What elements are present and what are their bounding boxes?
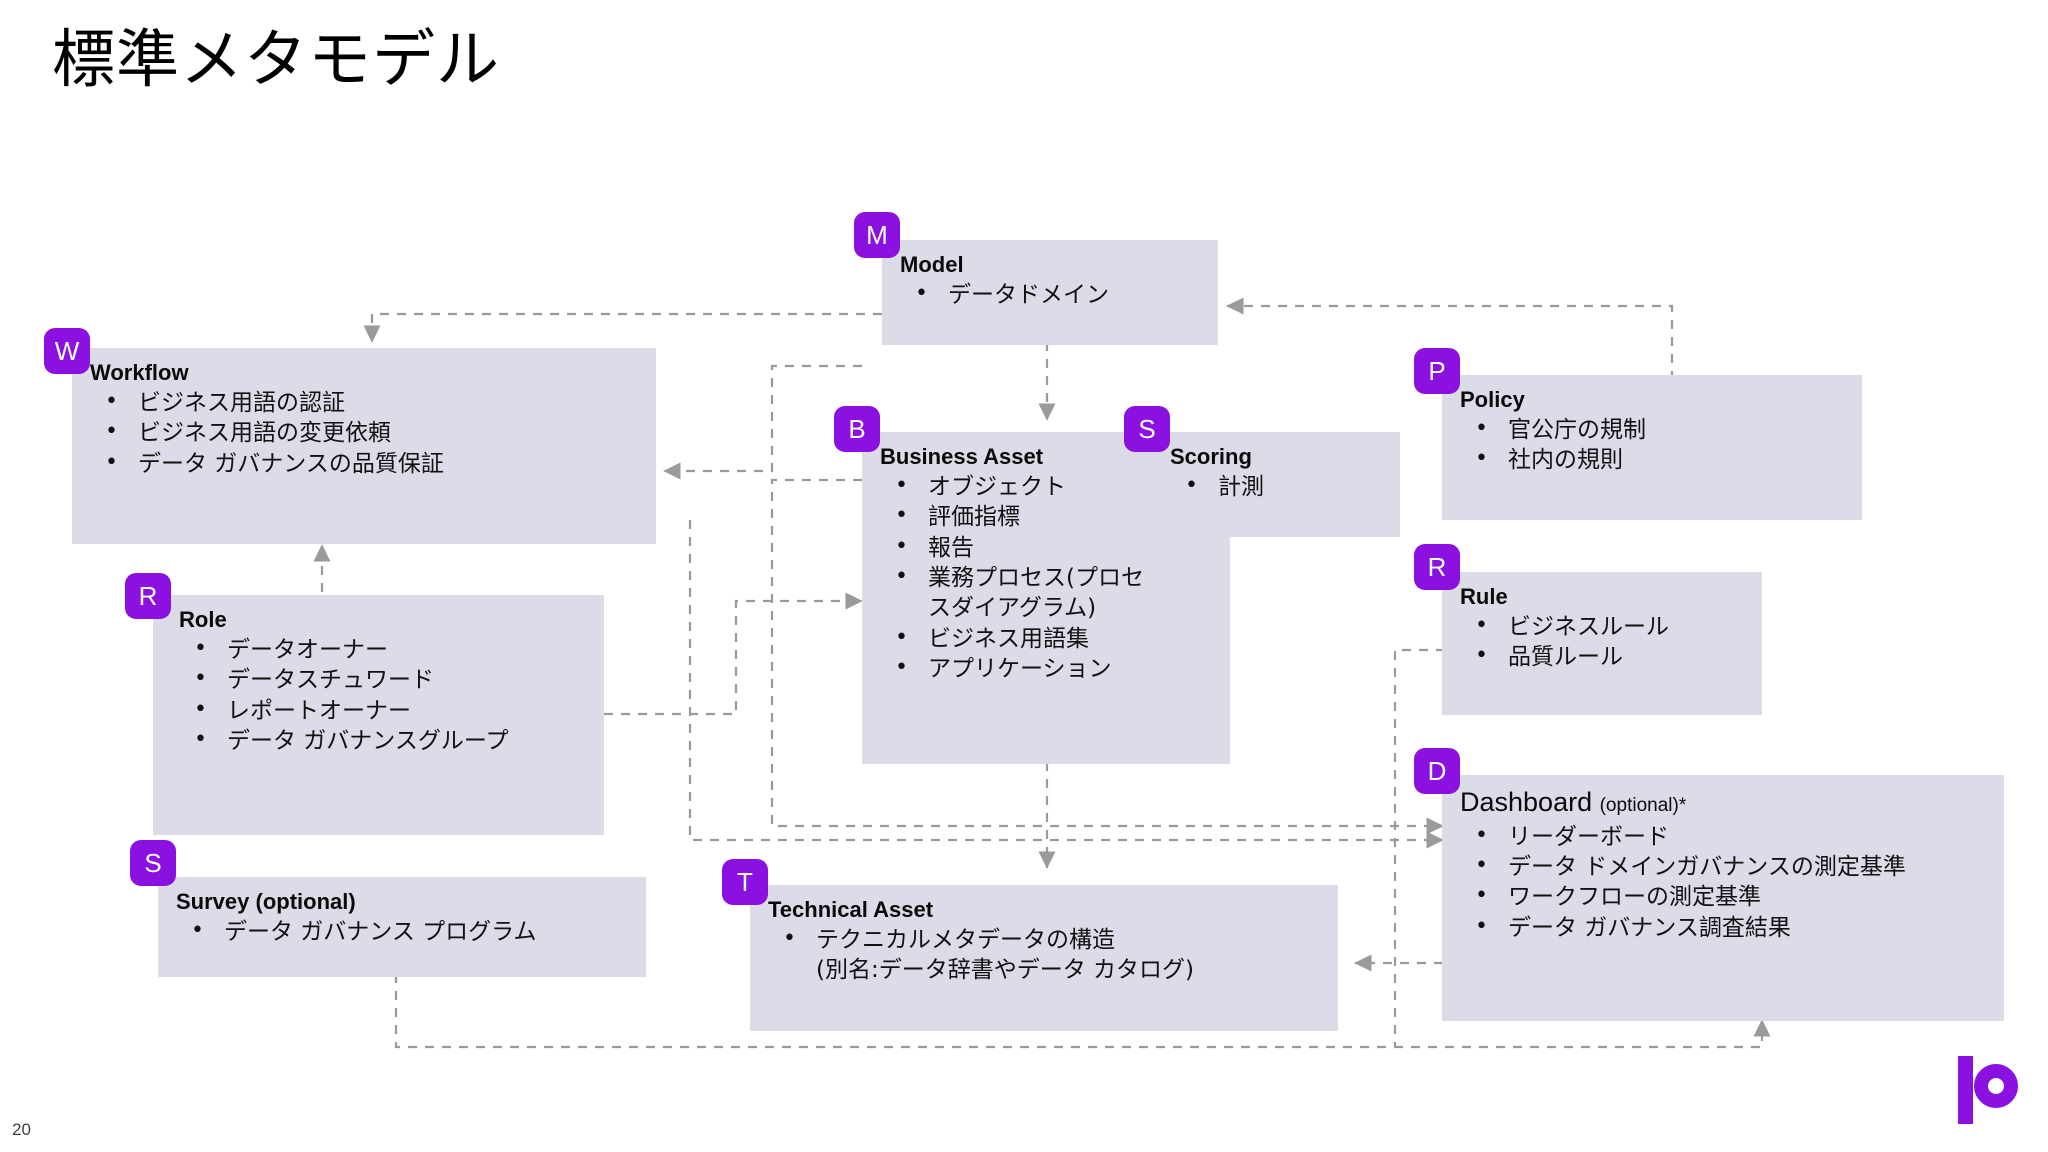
page-title: 標準メタモデル bbox=[52, 23, 500, 96]
node-title-business-asset: Business Asset bbox=[880, 444, 1044, 469]
list-item: データ ガバナンス プログラム bbox=[176, 916, 632, 947]
list-item: 計測 bbox=[1170, 471, 1386, 502]
list-item: レポートオーナー bbox=[179, 695, 590, 726]
collibra-logo bbox=[1952, 1050, 2022, 1128]
list-item: データオーナー bbox=[179, 634, 590, 665]
logo-ring bbox=[1974, 1064, 2018, 1108]
node-model[interactable]: Model データドメイン bbox=[882, 240, 1218, 345]
list-item: 報告 bbox=[880, 532, 1216, 563]
list-item: ビジネス用語の認証 bbox=[90, 387, 642, 418]
node-title-role: Role bbox=[179, 607, 227, 632]
node-title-rule: Rule bbox=[1460, 584, 1508, 609]
list-item: データドメイン bbox=[900, 279, 1204, 310]
node-title-dashboard: Dashboard (optional)* bbox=[1460, 785, 1990, 821]
list-item: データ ガバナンスの品質保証 bbox=[90, 448, 642, 479]
node-items-scoring: 計測 bbox=[1170, 471, 1386, 502]
node-business-asset[interactable]: Business Asset オブジェクト 評価指標 報告 業務プロセス(プロセ… bbox=[862, 432, 1230, 764]
node-title-workflow: Workflow bbox=[90, 360, 189, 385]
badge-model: M bbox=[854, 212, 900, 258]
wire-workflow-to-dashboard bbox=[688, 520, 1444, 849]
list-item: データ ドメインガバナンスの測定基準 bbox=[1460, 851, 1990, 882]
node-items-survey: データ ガバナンス プログラム bbox=[176, 916, 632, 947]
list-item: アプリケーション bbox=[880, 653, 1216, 684]
node-survey[interactable]: Survey (optional) データ ガバナンス プログラム bbox=[158, 877, 646, 977]
wire-role-to-business-asset bbox=[604, 592, 863, 716]
list-item-continuation: スダイアグラム) bbox=[928, 595, 1097, 622]
list-item: ビジネス用語集 bbox=[880, 623, 1216, 654]
badge-rule: R bbox=[1414, 544, 1460, 590]
badge-technical-asset: T bbox=[722, 859, 768, 905]
node-policy[interactable]: Policy 官公庁の規制 社内の規則 bbox=[1442, 375, 1862, 520]
list-item: 品質ルール bbox=[1460, 641, 1748, 672]
node-title-technical-asset: Technical Asset bbox=[768, 897, 934, 922]
node-title-policy: Policy bbox=[1460, 387, 1525, 412]
node-role[interactable]: Role データオーナー データスチュワード レポートオーナー データ ガバナン… bbox=[153, 595, 604, 835]
badge-scoring: S bbox=[1124, 406, 1170, 452]
node-items-technical-asset: テクニカルメタデータの構造 (別名:データ辞書やデータ カタログ) bbox=[768, 924, 1324, 986]
wire-rule-down bbox=[1393, 648, 1462, 1047]
node-technical-asset[interactable]: Technical Asset テクニカルメタデータの構造 (別名:データ辞書や… bbox=[750, 885, 1338, 1031]
node-title-survey: Survey (optional) bbox=[176, 889, 356, 914]
node-items-workflow: ビジネス用語の認証 ビジネス用語の変更依頼 データ ガバナンスの品質保証 bbox=[90, 387, 642, 479]
node-items-model: データドメイン bbox=[900, 279, 1204, 310]
list-item: テクニカルメタデータの構造 (別名:データ辞書やデータ カタログ) bbox=[768, 924, 1324, 986]
list-item: ビジネスルール bbox=[1460, 611, 1748, 642]
logo-stem bbox=[1958, 1056, 1973, 1124]
node-items-policy: 官公庁の規制 社内の規則 bbox=[1460, 414, 1848, 476]
page-number: 20 bbox=[12, 1120, 31, 1139]
list-item: 業務プロセス(プロセ スダイアグラム) bbox=[880, 562, 1216, 624]
node-title-dashboard-main: Dashboard bbox=[1460, 787, 1593, 817]
list-item-text: 業務プロセス(プロセ bbox=[928, 565, 1144, 592]
wire-survey-to-dashboard bbox=[394, 940, 1771, 1049]
list-item: 社内の規則 bbox=[1460, 444, 1848, 475]
badge-survey: S bbox=[130, 840, 176, 886]
list-item: 官公庁の規制 bbox=[1460, 414, 1848, 445]
badge-workflow: W bbox=[44, 328, 90, 374]
list-item: 評価指標 bbox=[880, 501, 1216, 532]
node-dashboard[interactable]: Dashboard (optional)* リーダーボード データ ドメインガバ… bbox=[1442, 775, 2004, 1021]
badge-role: R bbox=[125, 573, 171, 619]
wire-business-asset-to-workflow bbox=[663, 364, 862, 480]
node-scoring[interactable]: Scoring 計測 bbox=[1152, 432, 1400, 537]
list-item: リーダーボード bbox=[1460, 821, 1990, 852]
node-title-model: Model bbox=[900, 252, 964, 277]
badge-dashboard: D bbox=[1414, 748, 1460, 794]
node-items-dashboard: リーダーボード データ ドメインガバナンスの測定基準 ワークフローの測定基準 デ… bbox=[1460, 821, 1990, 943]
node-items-role: データオーナー データスチュワード レポートオーナー データ ガバナンスグループ bbox=[171, 634, 590, 756]
list-item: データ ガバナンス調査結果 bbox=[1460, 912, 1990, 943]
list-item: オブジェクト bbox=[880, 471, 1216, 502]
wire-business-asset-to-dashboard bbox=[770, 478, 1444, 835]
list-item: ビジネス用語の変更依頼 bbox=[90, 417, 642, 448]
list-item-continuation: (別名:データ辞書やデータ カタログ) bbox=[816, 957, 1195, 984]
wire-policy-to-model bbox=[1226, 297, 1674, 380]
badge-business-asset: B bbox=[834, 406, 880, 452]
wire-model-to-workflow bbox=[363, 312, 882, 343]
badge-policy: P bbox=[1414, 348, 1460, 394]
list-item: データスチュワード bbox=[179, 664, 590, 695]
list-item: ワークフローの測定基準 bbox=[1460, 881, 1990, 912]
node-workflow[interactable]: Workflow ビジネス用語の認証 ビジネス用語の変更依頼 データ ガバナンス… bbox=[72, 348, 656, 544]
node-items-rule: ビジネスルール 品質ルール bbox=[1460, 611, 1748, 673]
node-title-dashboard-suffix: (optional)* bbox=[1599, 795, 1687, 816]
node-items-business-asset: オブジェクト 評価指標 報告 業務プロセス(プロセ スダイアグラム) ビジネス用… bbox=[880, 471, 1216, 685]
list-item: データ ガバナンスグループ bbox=[179, 725, 590, 756]
node-title-scoring: Scoring bbox=[1170, 444, 1252, 469]
list-item-text: テクニカルメタデータの構造 bbox=[816, 927, 1115, 954]
node-rule[interactable]: Rule ビジネスルール 品質ルール bbox=[1442, 572, 1762, 715]
